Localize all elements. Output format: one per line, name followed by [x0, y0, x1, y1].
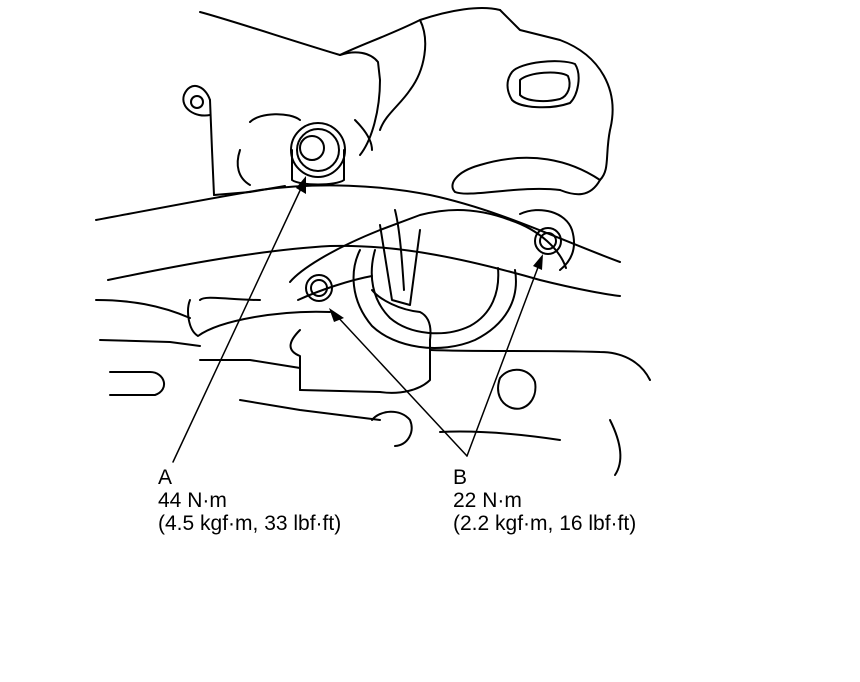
arrowhead-b-right	[533, 254, 543, 270]
callout-b-torque: 22 N·m	[453, 489, 522, 512]
callout-b-letter: B	[453, 466, 468, 489]
callout-a-torque-alt: (4.5 kgf·m, 33 lbf·ft)	[158, 512, 342, 535]
bolt-b-heads	[305, 227, 562, 302]
callout-a-torque: 44 N·m	[158, 489, 227, 512]
arrowhead-b-left	[329, 308, 344, 322]
leader-b-right	[466, 261, 541, 457]
callout-b-torque-alt: (2.2 kgf·m, 16 lbf·ft)	[453, 512, 637, 535]
upper-bracket-outline	[339, 7, 614, 196]
arrowhead-a	[296, 176, 306, 194]
leader-lines	[172, 181, 541, 463]
frame-member-outline	[95, 184, 621, 319]
callout-a: A 44 N·m (4.5 kgf·m, 33 lbf·ft)	[158, 466, 341, 535]
callout-b: B 22 N·m (2.2 kgf·m, 16 lbf·ft)	[453, 466, 636, 535]
callout-a-letter: A	[158, 466, 173, 489]
leader-b-left	[334, 313, 468, 457]
bolt-a-head	[290, 122, 346, 186]
leader-a	[172, 181, 305, 463]
engine-housing-outline	[182, 11, 381, 196]
arrowheads	[296, 176, 543, 322]
lower-housing-outline	[99, 289, 651, 476]
mount-bracket-outline	[289, 209, 576, 349]
